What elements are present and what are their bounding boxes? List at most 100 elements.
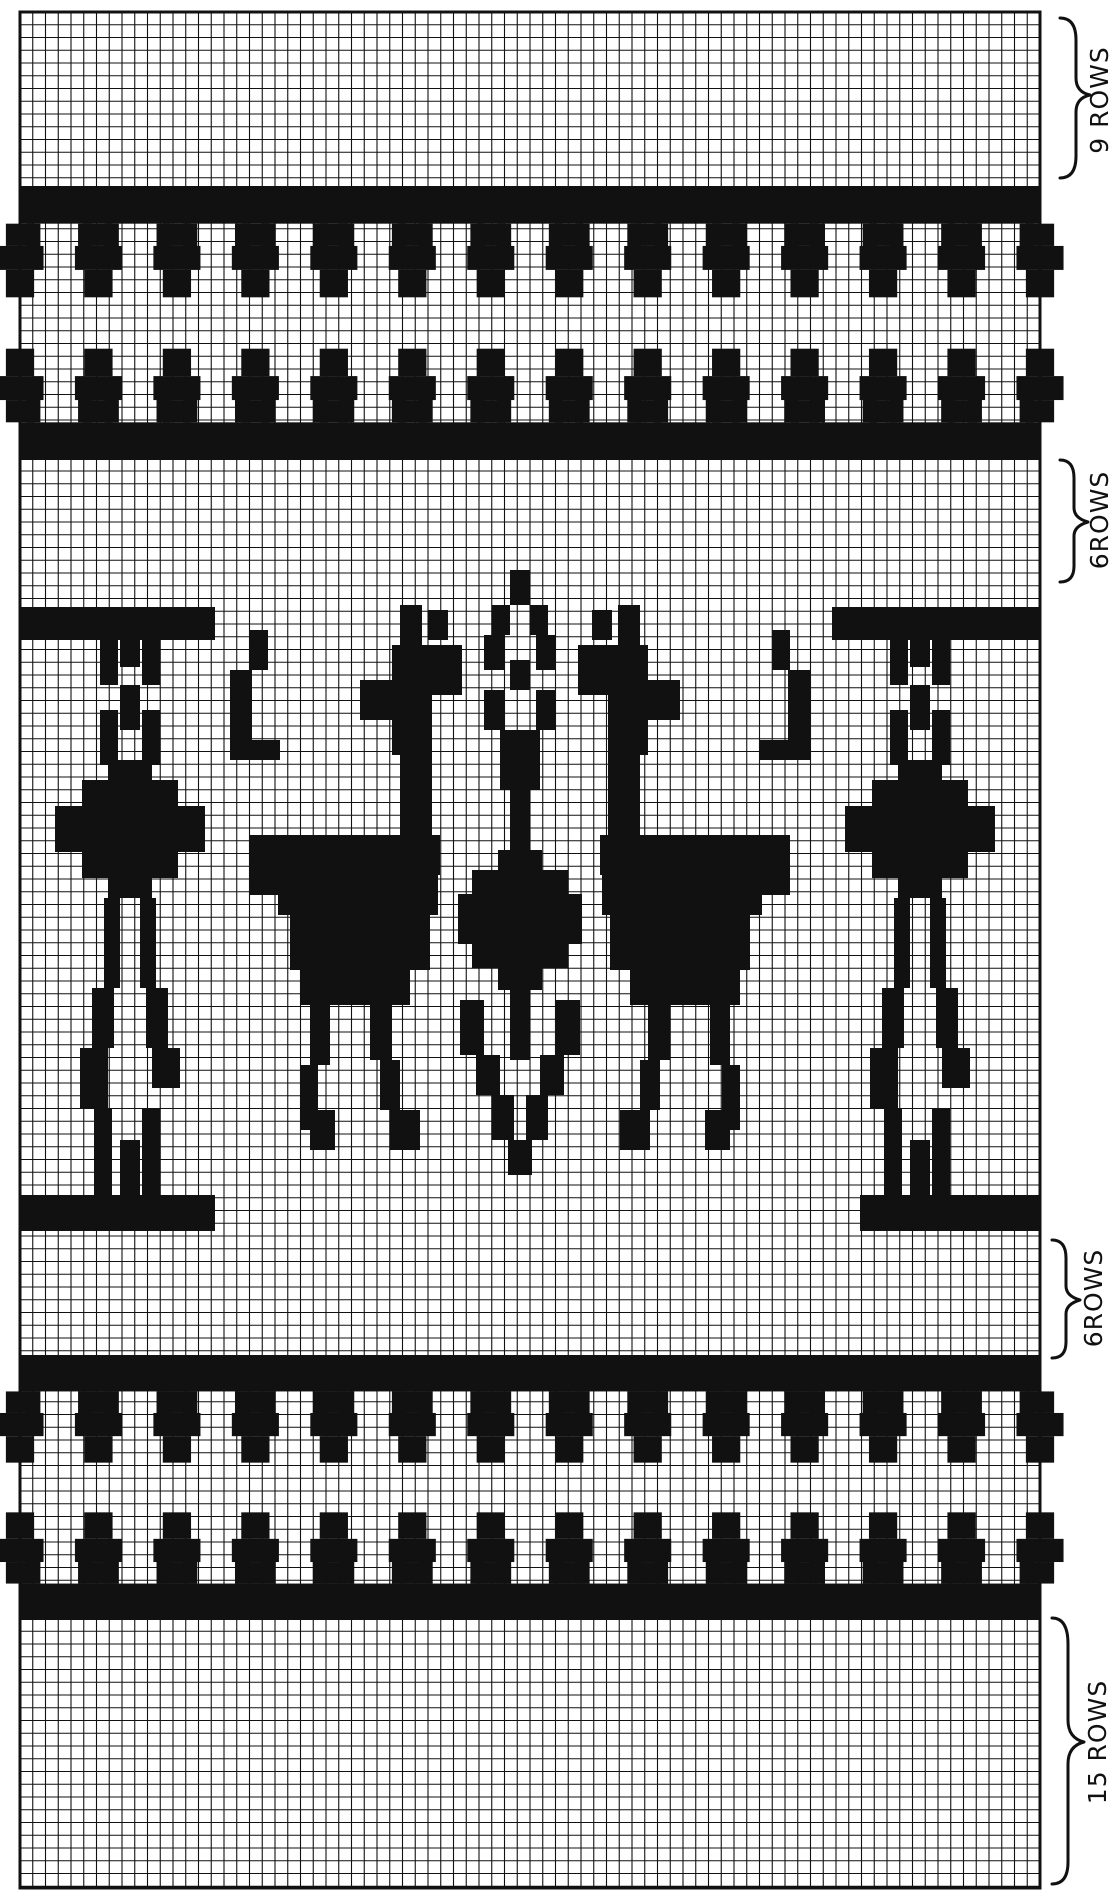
diamond-vine-motif bbox=[845, 607, 995, 1195]
diamond bbox=[498, 850, 542, 870]
band-notch bbox=[26, 1554, 40, 1584]
band-notch bbox=[157, 1554, 171, 1584]
stem bbox=[536, 635, 556, 670]
band-notch bbox=[811, 1554, 825, 1584]
band-notch bbox=[105, 392, 119, 423]
band-block bbox=[84, 270, 112, 297]
diamond bbox=[82, 780, 178, 806]
band-block bbox=[163, 1436, 191, 1463]
llama-leg bbox=[640, 1060, 660, 1110]
band-notch bbox=[497, 224, 511, 255]
llama-ear bbox=[592, 610, 612, 640]
band-block bbox=[947, 270, 975, 297]
band-notch bbox=[889, 392, 903, 423]
band-notch bbox=[576, 224, 590, 255]
brace bbox=[1052, 1618, 1084, 1884]
llama-motif bbox=[230, 605, 462, 1150]
band-block bbox=[712, 1512, 740, 1539]
llama-neck bbox=[400, 755, 432, 835]
stem bbox=[120, 1140, 140, 1195]
stem bbox=[100, 640, 118, 685]
stem bbox=[140, 898, 156, 988]
diamond bbox=[898, 760, 942, 780]
band-notch bbox=[627, 392, 641, 423]
stem bbox=[510, 990, 530, 1060]
stem bbox=[894, 898, 910, 988]
llama-ear bbox=[400, 605, 422, 645]
band-notch bbox=[654, 392, 668, 423]
diamond-vine-motif bbox=[55, 607, 205, 1195]
diamond bbox=[108, 878, 152, 898]
stem bbox=[152, 1048, 180, 1088]
band-notch bbox=[968, 1554, 982, 1584]
stem bbox=[536, 690, 556, 730]
band-notch bbox=[706, 1391, 720, 1421]
diamond bbox=[55, 806, 205, 852]
band-notch bbox=[78, 224, 92, 255]
stem bbox=[930, 898, 946, 988]
band-block bbox=[84, 1512, 112, 1539]
llama-leg bbox=[310, 1005, 330, 1065]
llama-leg bbox=[380, 1060, 400, 1110]
llama-ear bbox=[618, 605, 640, 645]
band-notch bbox=[576, 392, 590, 423]
band-notch bbox=[262, 1554, 276, 1584]
band-block bbox=[634, 270, 662, 297]
band-notch bbox=[419, 1554, 433, 1584]
band-block bbox=[790, 1436, 818, 1463]
llama-body bbox=[610, 915, 750, 970]
band-notch bbox=[627, 224, 641, 255]
band-notch bbox=[313, 1391, 327, 1421]
band-block bbox=[163, 349, 191, 376]
band-block bbox=[712, 349, 740, 376]
stem bbox=[510, 790, 530, 850]
band-block bbox=[947, 1436, 975, 1463]
stem bbox=[80, 1048, 108, 1108]
row-count-label: 6ROWS bbox=[1085, 471, 1114, 570]
band-notch bbox=[157, 392, 171, 423]
band-notch bbox=[26, 1391, 40, 1421]
band-notch bbox=[863, 1554, 877, 1584]
band-block bbox=[869, 270, 897, 297]
band-notch bbox=[470, 1554, 484, 1584]
band-notch bbox=[811, 392, 825, 423]
band-notch bbox=[340, 392, 354, 423]
llama-foot bbox=[390, 1110, 420, 1150]
band-notch bbox=[157, 1391, 171, 1421]
band-notch bbox=[183, 1554, 197, 1584]
band-notch bbox=[784, 392, 798, 423]
band-notch bbox=[549, 392, 563, 423]
band-notch bbox=[392, 1554, 406, 1584]
band-block bbox=[634, 349, 662, 376]
llama-body bbox=[602, 875, 762, 915]
band-block bbox=[6, 1512, 34, 1539]
band-block bbox=[712, 270, 740, 297]
band-notch bbox=[157, 224, 171, 255]
llama-leg bbox=[710, 1005, 730, 1065]
band-block bbox=[712, 1436, 740, 1463]
band-notch bbox=[470, 1391, 484, 1421]
stem bbox=[942, 1048, 970, 1088]
band-notch bbox=[392, 224, 406, 255]
center-vine-motif bbox=[458, 570, 582, 1175]
llama-body bbox=[630, 970, 740, 1005]
row-count-label: 15 ROWS bbox=[1083, 1680, 1112, 1804]
band-block bbox=[477, 349, 505, 376]
band-notch bbox=[732, 1391, 746, 1421]
brace bbox=[1052, 1240, 1080, 1358]
stem bbox=[936, 988, 958, 1048]
band-notch bbox=[941, 392, 955, 423]
band-notch bbox=[105, 1554, 119, 1584]
band-notch bbox=[313, 392, 327, 423]
llama-foot bbox=[705, 1110, 730, 1150]
band-block bbox=[1026, 270, 1054, 297]
band-block bbox=[320, 1512, 348, 1539]
band-notch bbox=[732, 1554, 746, 1584]
band-notch bbox=[26, 224, 40, 255]
band-block bbox=[555, 1436, 583, 1463]
band-block bbox=[163, 1512, 191, 1539]
band-notch bbox=[419, 392, 433, 423]
band-block bbox=[869, 1512, 897, 1539]
row-annotation-top: 9 ROWS bbox=[1060, 18, 1114, 178]
band-block bbox=[163, 270, 191, 297]
